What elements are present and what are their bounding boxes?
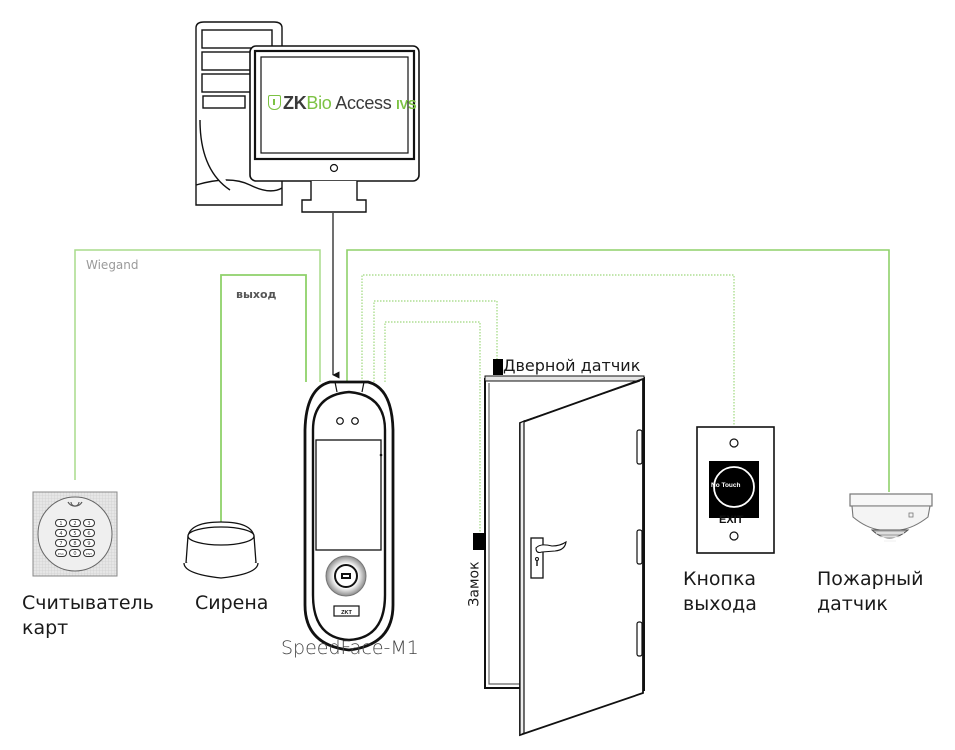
monitor-icon: [249, 45, 420, 213]
keypad-key: 0: [69, 549, 81, 557]
keypad-key-label: 3: [87, 521, 90, 527]
wire-door-sensor: [373, 300, 498, 382]
keypad-key-label: 4: [59, 531, 62, 537]
door-sensor-marker: [493, 359, 503, 375]
keypad-key: 2: [69, 519, 81, 527]
wire-lock: [384, 321, 481, 535]
door-icon: [484, 375, 645, 737]
exit-button-label-line1: Кнопка: [683, 568, 757, 590]
keypad-key: ENT: [83, 549, 95, 557]
fire-sensor-label-line1: Пожарный: [817, 568, 924, 590]
terminal-label: SpeedFace-M1: [281, 637, 419, 659]
shield-icon: [268, 95, 281, 110]
keypad-key: 3: [83, 519, 95, 527]
svg-text:ZKT: ZKT: [341, 610, 352, 616]
keypad-key: 4: [55, 529, 67, 537]
fire-sensor-icon: [849, 493, 933, 542]
wire-output: [220, 274, 307, 522]
card-reader-label: Считыватель карт: [22, 591, 154, 641]
card-reader-label-line1: Считыватель: [22, 592, 154, 614]
keypad-key-label: 1: [59, 521, 62, 527]
keypad-key: 1: [55, 519, 67, 527]
siren-label: Сирена: [195, 592, 269, 614]
door-sensor-label: Дверной датчик: [503, 356, 641, 375]
keypad-key: 5: [69, 529, 81, 537]
keypad-key: ESC: [55, 549, 67, 557]
exit-button-label: Кнопка выхода: [683, 567, 757, 617]
wire-wiegand: [74, 249, 321, 480]
lock-marker: [473, 533, 486, 550]
exit-button-label-line2: выхода: [683, 593, 757, 615]
keypad-key: 8: [69, 539, 81, 547]
keypad-key-label: 6: [87, 531, 90, 537]
keypad-key: 7: [55, 539, 67, 547]
speedface-terminal-icon: ZKT: [303, 380, 395, 652]
keypad-key-label: 9: [87, 541, 90, 547]
lock-label: Замок: [466, 561, 483, 607]
card-reader-label-line2: карт: [22, 617, 69, 639]
keypad-key-label: 0: [73, 551, 76, 557]
output-label: выход: [236, 288, 277, 301]
keypad-key: 9: [83, 539, 95, 547]
keypad-key-label: ESC: [58, 552, 64, 556]
exit-text: EXIT: [719, 514, 744, 526]
siren-icon: [183, 521, 259, 579]
fire-sensor-label: Пожарный датчик: [817, 567, 924, 617]
keypad-key-label: 2: [73, 521, 76, 527]
keypad-key-label: 5: [73, 531, 76, 537]
zkbio-access-logo: ZKBio Access IVS: [268, 93, 417, 114]
keypad-key-label: 8: [73, 541, 76, 547]
wiring: [74, 213, 890, 535]
keypad-key-label: 7: [59, 541, 62, 547]
keypad-key: 6: [83, 529, 95, 537]
keypad-key-label: ENT: [86, 552, 92, 556]
wiegand-label: Wiegand: [86, 258, 139, 272]
no-touch-text: No Touch: [711, 482, 741, 489]
exit-button-icon: [696, 426, 775, 554]
wire-fire-sensor: [346, 249, 890, 492]
fire-sensor-label-line2: датчик: [817, 593, 888, 615]
